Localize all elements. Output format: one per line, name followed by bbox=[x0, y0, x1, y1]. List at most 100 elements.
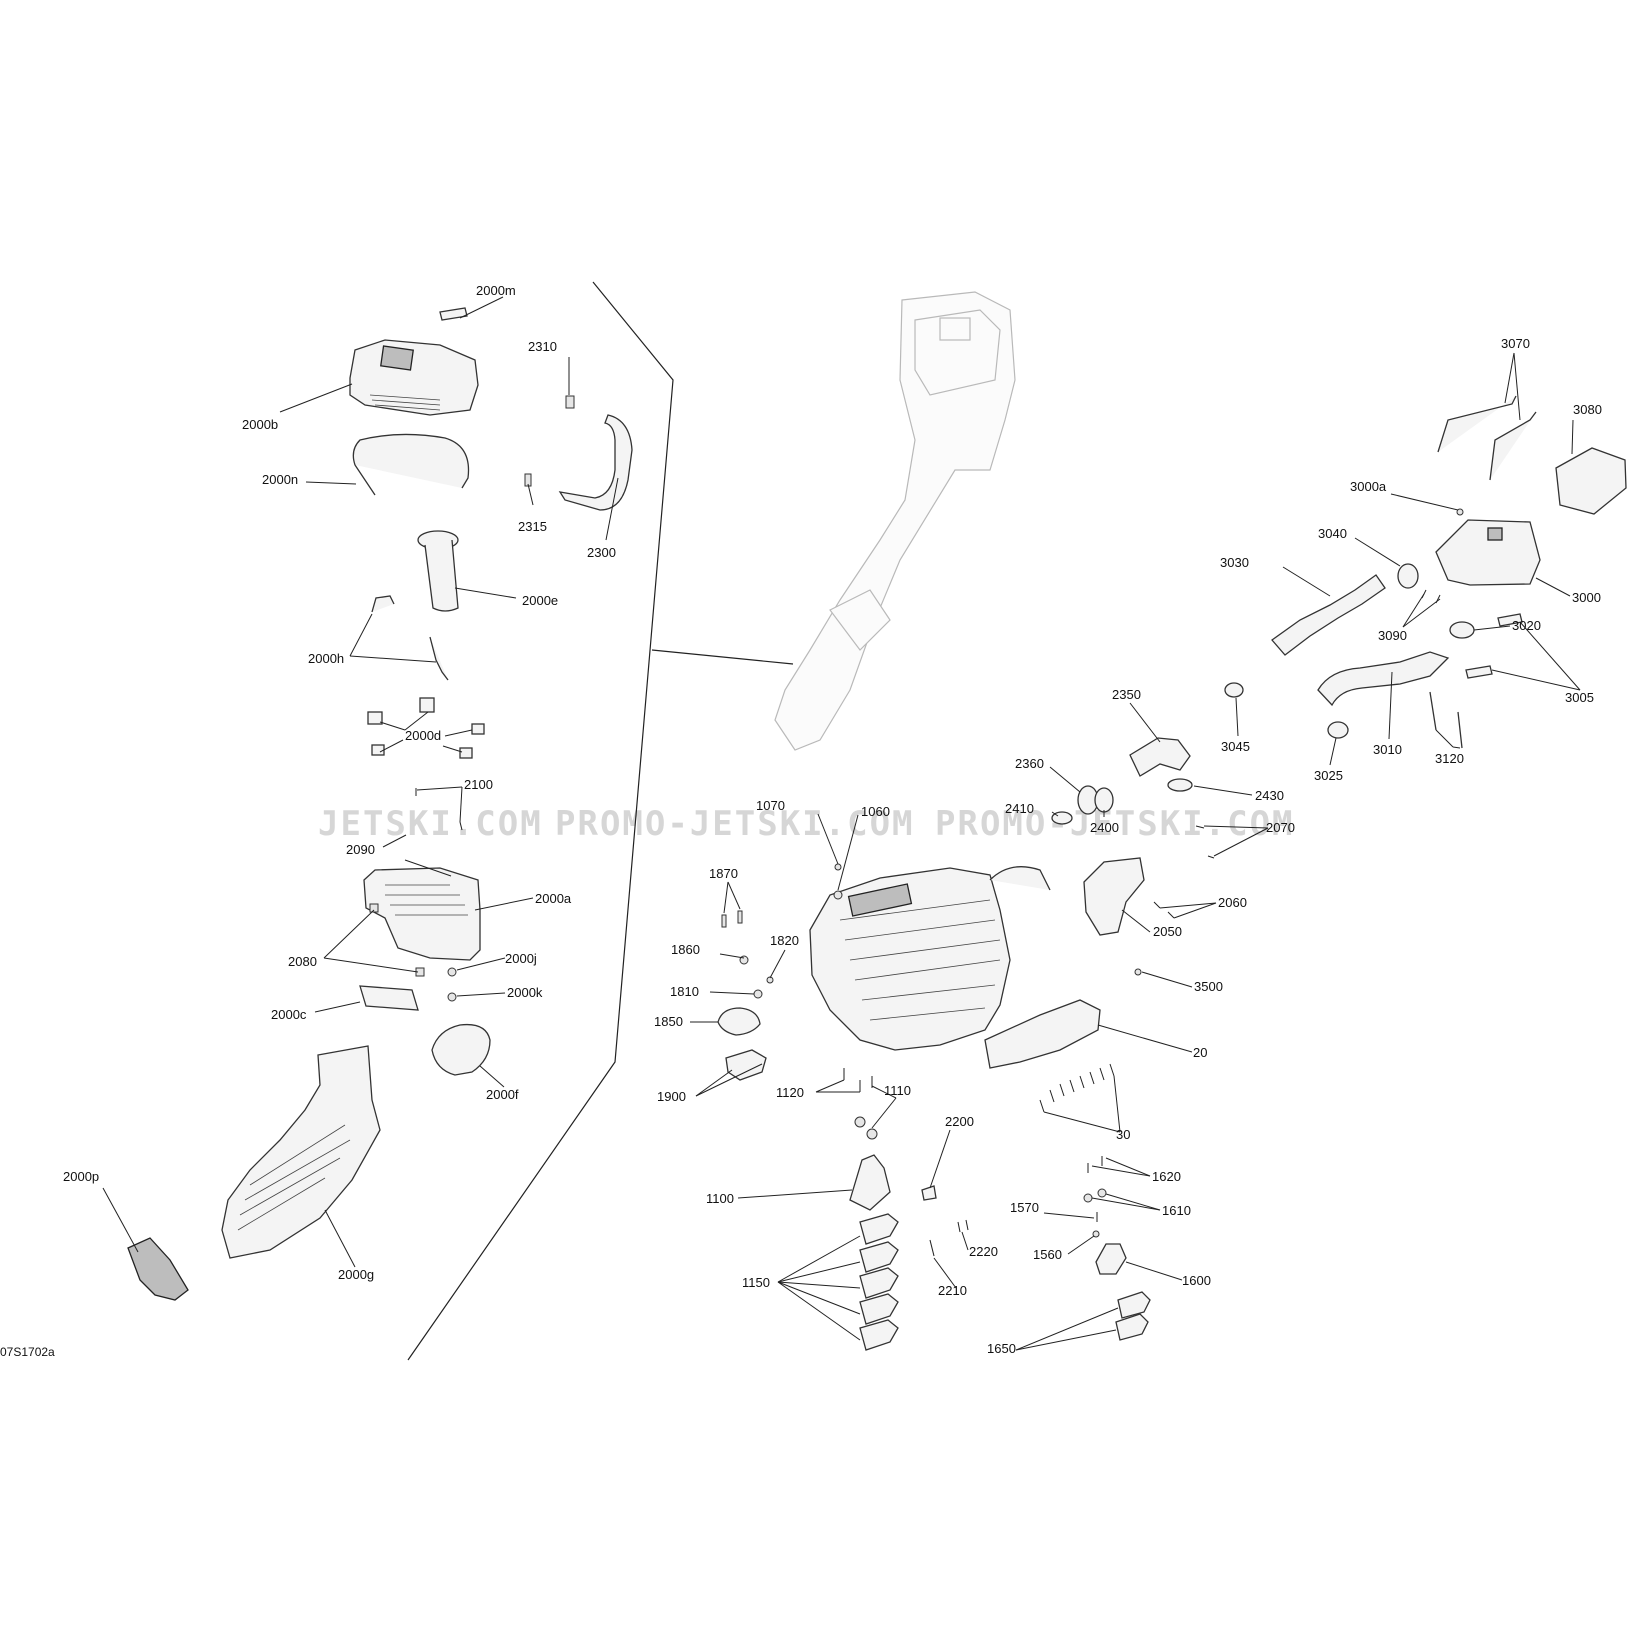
callout-1120: 1120 bbox=[776, 1085, 804, 1100]
leader-lines bbox=[102, 296, 1581, 1351]
callout-30: 30 bbox=[1116, 1127, 1130, 1142]
callout-1570: 1570 bbox=[1010, 1200, 1039, 1215]
assembly-reference-line bbox=[651, 649, 794, 665]
callout-2000e: 2000e bbox=[522, 593, 558, 608]
part-1650-shim-a bbox=[1117, 1291, 1151, 1319]
callout-1650: 1650 bbox=[987, 1341, 1016, 1356]
callout-2080: 2080 bbox=[288, 954, 317, 969]
part-2220-screw-b bbox=[965, 1219, 969, 1231]
part-2000g-silencer bbox=[221, 1045, 381, 1259]
part-2310-clip bbox=[565, 395, 575, 409]
part-1850-mount bbox=[717, 1007, 761, 1036]
part-1810-nut bbox=[753, 989, 763, 999]
callout-2090: 2090 bbox=[346, 842, 375, 857]
callout-2400: 2400 bbox=[1090, 820, 1119, 835]
part-1150-shims bbox=[859, 1213, 899, 1351]
callout-2000a: 2000a bbox=[535, 891, 572, 906]
part-3120-strap-a bbox=[1429, 691, 1437, 731]
callout-3080: 3080 bbox=[1573, 402, 1602, 417]
part-3000a-screw bbox=[1456, 508, 1464, 516]
part-2000p-bracket bbox=[127, 1237, 189, 1301]
part-2050-bracket bbox=[1083, 857, 1145, 936]
part-2220-screw-a bbox=[957, 1221, 961, 1233]
part-2000d-clips bbox=[367, 697, 485, 759]
callout-2000c: 2000c bbox=[271, 1007, 307, 1022]
callout-3120: 3120 bbox=[1435, 751, 1464, 766]
callout-labels: 2000m 2000b 2310 2000n 2315 2300 2000e 2… bbox=[63, 283, 1602, 1356]
part-3070-bracket-b bbox=[1489, 411, 1537, 481]
callout-3500: 3500 bbox=[1194, 979, 1223, 994]
part-2000h-hose-b bbox=[429, 636, 449, 681]
part-2000f-boot bbox=[431, 1023, 491, 1076]
part-3080-plate bbox=[1555, 447, 1627, 515]
part-3005-pad-a bbox=[1497, 613, 1523, 627]
callout-2000b: 2000b bbox=[242, 417, 278, 432]
callout-1900: 1900 bbox=[657, 1089, 686, 1104]
watermark-3: PROMO-JETSKI.COM bbox=[935, 804, 1295, 844]
callout-1060: 1060 bbox=[861, 804, 890, 819]
part-3000-intercooler bbox=[1435, 519, 1541, 586]
part-1060-nut bbox=[833, 890, 843, 900]
callout-3010: 3010 bbox=[1373, 742, 1402, 757]
callout-3005: 3005 bbox=[1565, 690, 1594, 705]
part-2210-screw bbox=[929, 1239, 935, 1257]
part-3010-hose bbox=[1317, 651, 1450, 707]
callout-2350: 2350 bbox=[1112, 687, 1141, 702]
callout-3030: 3030 bbox=[1220, 555, 1249, 570]
part-2350-elbow bbox=[1129, 737, 1191, 777]
callout-1870: 1870 bbox=[709, 866, 738, 881]
part-1650-shim-b bbox=[1115, 1313, 1149, 1341]
callout-2000g: 2000g bbox=[338, 1267, 374, 1282]
part-2000h-hose-a bbox=[371, 595, 395, 613]
callout-2000j: 2000j bbox=[505, 951, 537, 966]
callout-2210: 2210 bbox=[938, 1283, 967, 1298]
part-1110-washer-a bbox=[854, 1116, 866, 1128]
callout-1560: 1560 bbox=[1033, 1247, 1062, 1262]
callout-3070: 3070 bbox=[1501, 336, 1530, 351]
part-2000b-airbox-cover bbox=[349, 339, 479, 416]
part-2400-clamp bbox=[1094, 787, 1114, 813]
part-2000n-seal bbox=[352, 433, 470, 496]
part-2000c-gasket bbox=[359, 985, 419, 1011]
callout-1150: 1150 bbox=[742, 1275, 770, 1290]
callout-3025: 3025 bbox=[1314, 768, 1343, 783]
part-1870-stud-b bbox=[737, 910, 743, 924]
assembly-ghost-illustration bbox=[774, 291, 1016, 751]
callout-2300: 2300 bbox=[587, 545, 616, 560]
callout-3020: 3020 bbox=[1512, 618, 1541, 633]
callout-3090: 3090 bbox=[1378, 628, 1407, 643]
part-2300-hose bbox=[558, 414, 633, 511]
part-3005-pad-b bbox=[1465, 665, 1493, 679]
callout-2000m: 2000m bbox=[476, 283, 516, 298]
part-2000e-tube bbox=[417, 530, 459, 612]
callout-2310: 2310 bbox=[528, 339, 557, 354]
part-engine-block bbox=[809, 866, 1051, 1051]
callout-2200: 2200 bbox=[945, 1114, 974, 1129]
callout-3045: 3045 bbox=[1221, 739, 1250, 754]
part-3025-clamp bbox=[1327, 721, 1349, 739]
part-1100-mount bbox=[849, 1154, 891, 1211]
part-1070-washer bbox=[834, 863, 842, 871]
callout-2000d: 2000d bbox=[405, 728, 441, 743]
callout-1860: 1860 bbox=[671, 942, 700, 957]
part-2080-fastener-a bbox=[369, 903, 379, 913]
callout-2000f: 2000f bbox=[486, 1087, 519, 1102]
callout-1600: 1600 bbox=[1182, 1273, 1211, 1288]
callout-2000h: 2000h bbox=[308, 651, 344, 666]
part-1900-shim bbox=[725, 1049, 767, 1081]
part-30-bolts bbox=[1039, 1063, 1115, 1113]
callout-2000n: 2000n bbox=[262, 472, 298, 487]
section-divider-line bbox=[407, 281, 674, 1361]
part-3120-strap-b bbox=[1457, 711, 1463, 749]
part-3500-plug bbox=[1134, 968, 1142, 976]
callout-3040: 3040 bbox=[1318, 526, 1347, 541]
callout-1850: 1850 bbox=[654, 1014, 683, 1029]
watermark-1: JETSKI.COM bbox=[318, 804, 543, 844]
callout-3000: 3000 bbox=[1572, 590, 1601, 605]
callout-2000k: 2000k bbox=[507, 985, 543, 1000]
callout-1100: 1100 bbox=[706, 1191, 734, 1206]
callout-1620: 1620 bbox=[1152, 1169, 1181, 1184]
callout-2430: 2430 bbox=[1255, 788, 1284, 803]
part-1610-washer-a bbox=[1083, 1193, 1093, 1203]
